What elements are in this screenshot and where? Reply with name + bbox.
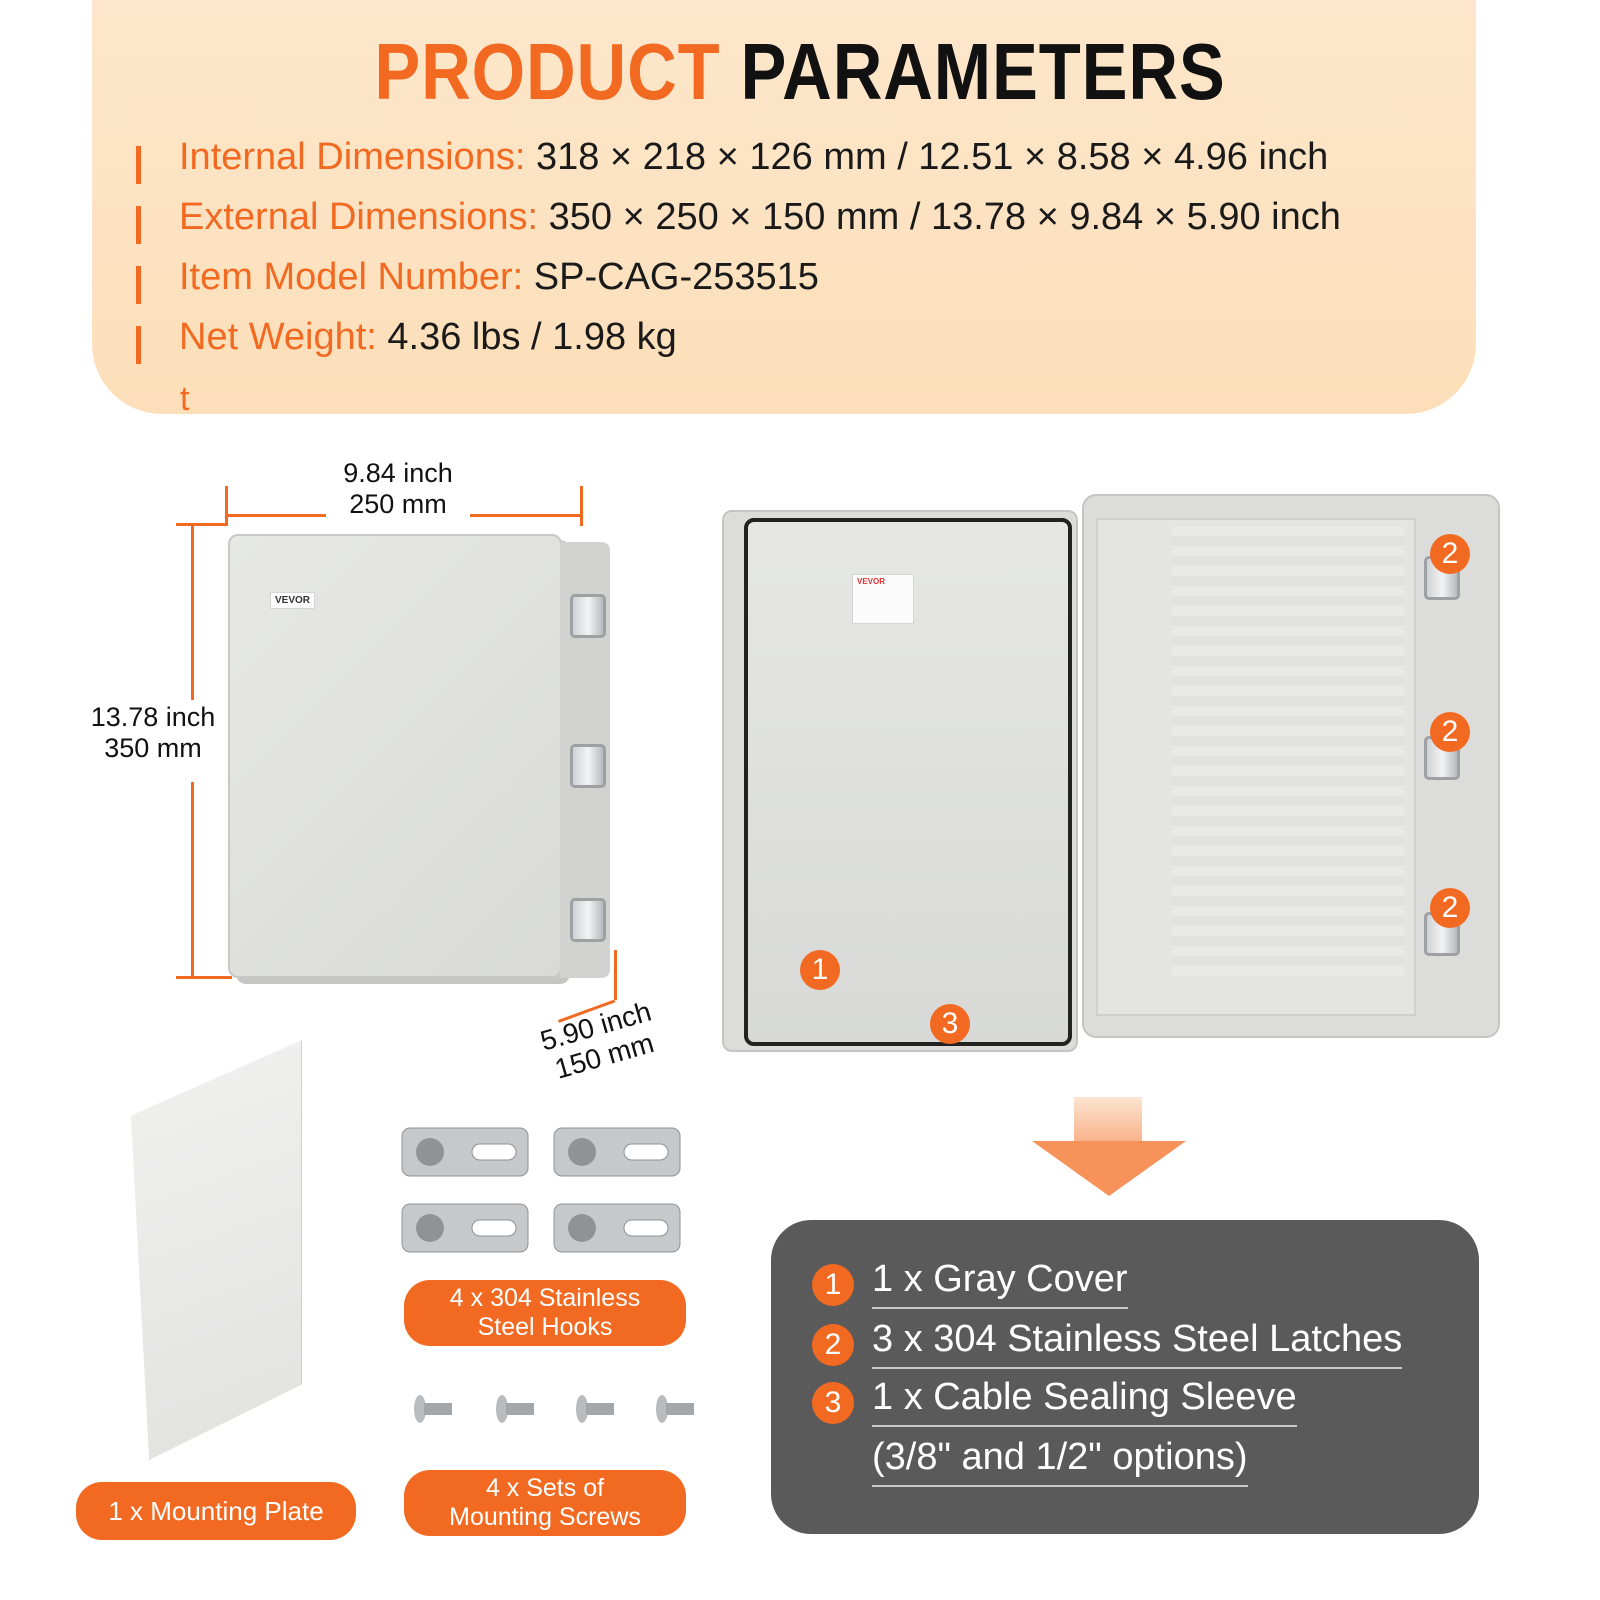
- hook-icon: [553, 1203, 681, 1253]
- width-tick-right: [580, 486, 583, 526]
- height-dimension-label: 13.78 inch 350 mm: [78, 702, 228, 764]
- parts-list-panel: [771, 1220, 1479, 1534]
- width-mm: 250 mm: [349, 489, 447, 519]
- hook-icon: [553, 1127, 681, 1177]
- param-external-dimensions: External Dimensions: 350 × 250 × 150 mm …: [136, 196, 1341, 252]
- width-tick-left: [225, 486, 228, 526]
- param-label: Net Weight:: [179, 316, 377, 358]
- height-tick-top: [176, 523, 228, 526]
- width-line-right: [470, 514, 582, 517]
- badge-latch-top: 2: [1430, 534, 1470, 574]
- width-dimension-label: 9.84 inch 250 mm: [318, 458, 478, 520]
- title-accent: PRODUCT: [374, 27, 721, 116]
- param-bullet: [136, 145, 141, 184]
- mounting-plate-pill: 1 x Mounting Plate: [76, 1482, 356, 1540]
- part-text: 3 x 304 Stainless Steel Latches: [872, 1318, 1403, 1369]
- hook-icon: [401, 1203, 529, 1253]
- down-arrow-shaft: [1074, 1097, 1142, 1141]
- cover-label: VEVOR: [852, 574, 914, 624]
- hook-icon: [401, 1127, 529, 1177]
- badge-cover: 1: [800, 950, 840, 990]
- part-text: 1 x Gray Cover: [872, 1258, 1128, 1309]
- badge-sleeve: 3: [930, 1004, 970, 1044]
- height-line-top: [191, 524, 194, 700]
- width-inch: 9.84 inch: [343, 458, 453, 488]
- badge-latch-middle: 2: [1430, 712, 1470, 752]
- page-title: PRODUCT PARAMETERS: [112, 26, 1488, 118]
- latch-middle: [570, 744, 606, 788]
- hooks-text-line2: Steel Hooks: [477, 1313, 613, 1341]
- enclosure-closed: VEVOR: [228, 534, 562, 978]
- depth-tick: [614, 950, 617, 1000]
- param-bullet: [136, 325, 141, 364]
- param-value: 318 × 218 × 126 mm / 12.51 × 8.58 × 4.96…: [525, 136, 1329, 178]
- latch-top: [570, 594, 606, 638]
- screw-icon: [496, 1395, 534, 1423]
- screws-pill: 4 x Sets of Mounting Screws: [404, 1470, 686, 1536]
- param-value: 4.36 lbs / 1.98 kg: [376, 316, 677, 358]
- param-value: 350 × 250 × 150 mm / 13.78 × 9.84 × 5.90…: [538, 196, 1341, 238]
- screw-icon: [414, 1395, 452, 1423]
- screw-icon: [656, 1395, 694, 1423]
- param-net-weight: Net Weight: 4.36 lbs / 1.98 kg: [136, 316, 677, 372]
- part-text: 1 x Cable Sealing Sleeve: [872, 1376, 1297, 1427]
- param-bullet: [136, 265, 141, 304]
- height-line-bottom: [191, 782, 194, 978]
- part-badge: 3: [812, 1382, 854, 1424]
- width-line-left: [226, 514, 326, 517]
- stray-character: t: [180, 380, 190, 418]
- param-label: Internal Dimensions:: [179, 136, 526, 178]
- base-mounting-plate: [1172, 524, 1404, 976]
- mounting-plate-text: 1 x Mounting Plate: [108, 1495, 324, 1526]
- param-label: Item Model Number:: [179, 256, 524, 298]
- param-model-number: Item Model Number: SP-CAG-253515: [136, 256, 819, 312]
- mounting-plate-image: [130, 1040, 302, 1460]
- param-value: SP-CAG-253515: [523, 256, 819, 298]
- enclosure-cover-open: VEVOR: [722, 510, 1078, 1052]
- title-main: PARAMETERS: [740, 27, 1226, 116]
- param-internal-dimensions: Internal Dimensions: 318 × 218 × 126 mm …: [136, 136, 1328, 192]
- part-badge: 2: [812, 1324, 854, 1366]
- brand-label: VEVOR: [270, 592, 316, 609]
- part-badge: 1: [812, 1264, 854, 1306]
- badge-latch-bottom: 2: [1430, 888, 1470, 928]
- param-label: External Dimensions:: [179, 196, 539, 238]
- part-text: (3/8" and 1/2" options): [872, 1436, 1248, 1487]
- screws-text-line2: Mounting Screws: [449, 1503, 641, 1531]
- screws-text-line1: 4 x Sets of: [485, 1474, 605, 1502]
- down-arrow-icon: [1032, 1141, 1186, 1196]
- screw-icon: [576, 1395, 614, 1423]
- hooks-pill: 4 x 304 Stainless Steel Hooks: [404, 1280, 686, 1346]
- height-mm: 350 mm: [104, 733, 202, 763]
- height-inch: 13.78 inch: [90, 702, 216, 732]
- param-bullet: [136, 205, 141, 244]
- hooks-text-line1: 4 x 304 Stainless: [449, 1284, 641, 1312]
- latch-bottom: [570, 898, 606, 942]
- height-tick-bottom: [176, 976, 232, 979]
- parameters-panel: [92, 0, 1476, 414]
